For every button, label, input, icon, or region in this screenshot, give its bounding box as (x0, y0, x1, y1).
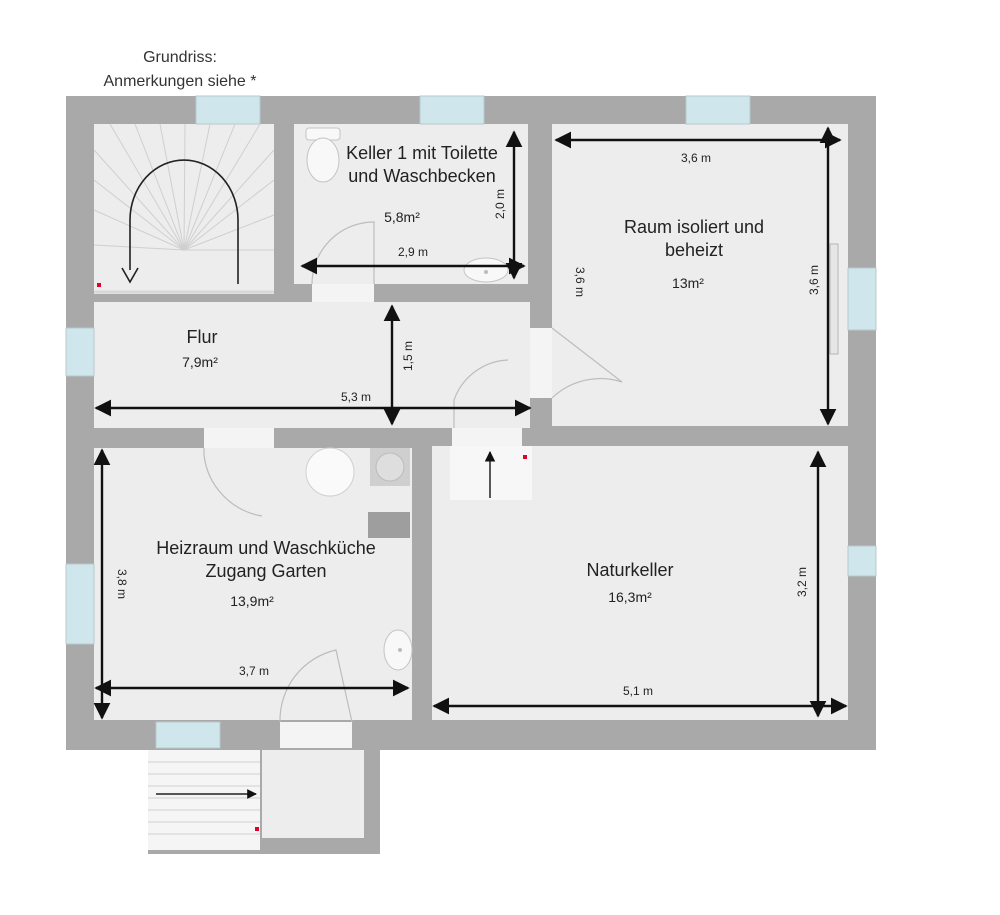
raum-height-left: 3,6 m (573, 267, 587, 297)
window (847, 545, 877, 577)
heizraum-name-line1: Heizraum und Waschküche (156, 538, 375, 558)
window (155, 721, 221, 749)
raum-name-line1: Raum isoliert und (624, 217, 764, 237)
floor-entry-stairs (148, 750, 260, 850)
floor-heizraum (94, 448, 412, 720)
flur-name: Flur (187, 327, 218, 347)
toilet-icon (305, 127, 341, 183)
flur-height: 1,5 m (401, 341, 415, 371)
naturkeller-name: Naturkeller (586, 560, 673, 580)
flur-width: 5,3 m (341, 390, 371, 404)
door-swings (203, 221, 623, 723)
sink-icon (463, 257, 509, 283)
appliance-icon (368, 512, 410, 538)
windows (65, 95, 877, 749)
heizraum-height: 3,8 m (115, 569, 129, 599)
marker-dot (97, 283, 101, 287)
raum-height-right: 3,6 m (807, 265, 821, 295)
floor-entry-landing (262, 750, 364, 838)
plan-subtitle: Anmerkungen siehe * (103, 73, 257, 90)
door-openings (204, 284, 552, 748)
window (65, 563, 95, 645)
marker-dot (255, 827, 259, 831)
marker-dot (523, 455, 527, 459)
door-raum (530, 328, 552, 398)
outdoor-stairs-icon (148, 761, 260, 835)
keller1-area: 5,8m² (384, 209, 420, 225)
keller1-name-line2: und Waschbecken (348, 166, 495, 186)
heizraum-name-line2: Zugang Garten (205, 561, 326, 581)
naturkeller-height: 3,2 m (795, 567, 809, 597)
keller1-width: 2,9 m (398, 245, 428, 259)
flur-area: 7,9m² (182, 354, 218, 370)
spiral-staircase-icon (93, 123, 275, 294)
heizraum-width: 3,7 m (239, 664, 269, 678)
keller1-name-line1: Keller 1 mit Toilette (346, 143, 498, 163)
door-keller1 (312, 284, 374, 302)
naturkeller-width: 5,1 m (623, 684, 653, 698)
floor-raum (552, 124, 848, 426)
naturkeller-area: 16,3m² (608, 589, 652, 605)
sink-icon (383, 629, 413, 671)
dimension-lines (93, 126, 848, 720)
floor-hall-niche (450, 446, 532, 500)
keller1-height: 2,0 m (493, 189, 507, 219)
window (65, 327, 95, 377)
plan-caption: Grundriss: Anmerkungen siehe * (80, 46, 280, 94)
door-hall (452, 428, 522, 446)
heizraum-area: 13,9m² (230, 593, 274, 609)
door-garden (280, 722, 352, 748)
window (419, 95, 485, 125)
boiler-icon (305, 447, 355, 497)
raum-name-line2: beheizt (665, 240, 723, 260)
radiator-icon (829, 243, 839, 355)
raum-width: 3,6 m (681, 151, 711, 165)
window (685, 95, 751, 125)
room-labels: Keller 1 mit Toilette und Waschbecken 5,… (115, 143, 821, 698)
plan-title: Grundriss: (143, 49, 217, 66)
door-heizraum (204, 428, 274, 448)
window (195, 95, 261, 125)
raum-area: 13m² (672, 275, 704, 291)
window (847, 267, 877, 331)
washing-machine-icon (370, 448, 410, 486)
markers (97, 283, 527, 831)
